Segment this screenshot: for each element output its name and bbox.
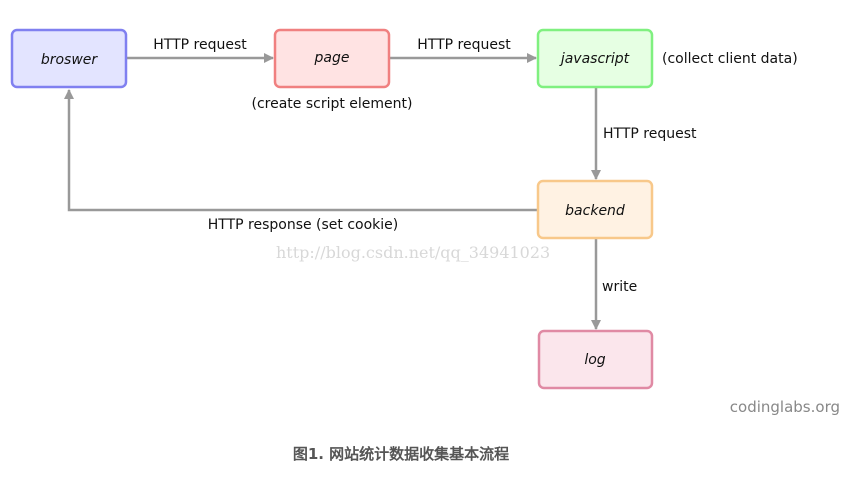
edge-backend-to-browser [64,89,538,212]
edge-label-page-to-javascript: HTTP request [417,37,511,53]
node-log-box [537,329,654,390]
edge-label-javascript-to-backend: HTTP request [603,126,697,142]
edge-label-backend-to-browser: HTTP response (set cookie) [208,217,399,233]
figure-caption: 图1. 网站统计数据收集基本流程 [293,445,509,463]
node-log: log [537,329,654,390]
node-javascript: javascript [536,28,654,89]
node-page-label: page [314,50,350,66]
node-javascript-box [536,28,654,89]
watermark: http://blog.csdn.net/qq_34941023 [276,243,550,262]
site-credit: codinglabs.org [730,398,840,416]
node-browser-box [10,28,128,89]
node-browser-label: broswer [41,52,99,68]
node-backend-label: backend [565,203,625,219]
node-log-label: log [584,352,605,368]
edge-label-browser-to-page: HTTP request [153,37,247,53]
node-javascript-label: javascript [559,51,630,67]
node-page-box [273,28,391,89]
edge-label-backend-to-log: write [602,279,637,295]
node-browser: broswer [10,28,128,89]
node-page: page [273,28,391,89]
node-backend: backend [536,179,654,240]
annotation-page-note: (create script element) [251,96,412,112]
node-backend-box [536,179,654,240]
annotation-javascript-note: (collect client data) [662,51,798,67]
